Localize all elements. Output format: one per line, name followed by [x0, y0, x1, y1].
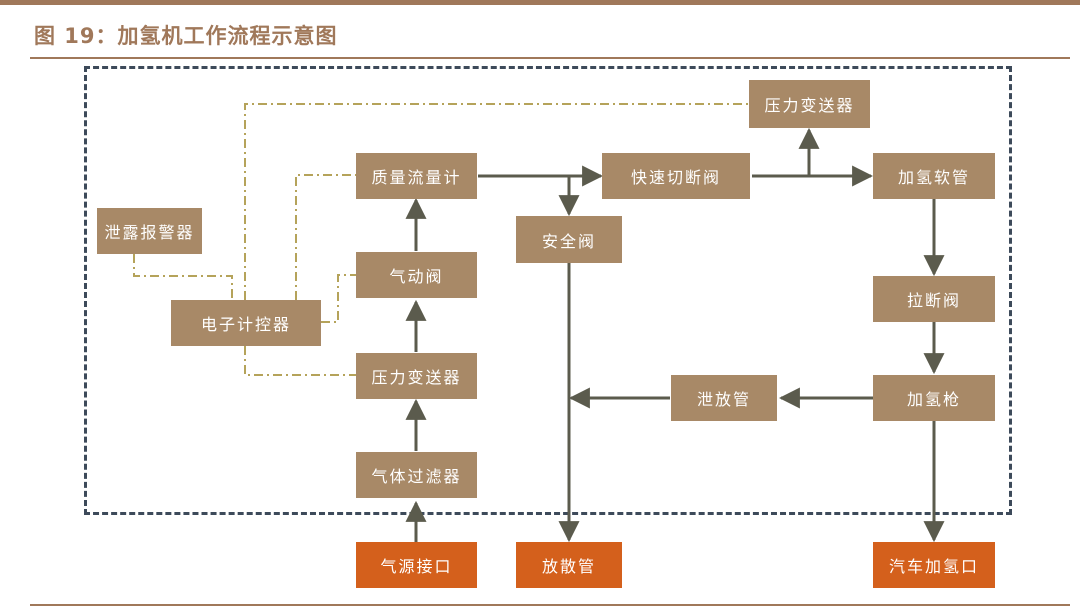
signal-controller-to-pressure-transmitter: [244, 346, 356, 376]
node-label: 气动阀: [389, 267, 444, 286]
node-dispenser-nozzle: 加氢枪: [873, 375, 995, 421]
title-rule: [30, 57, 1070, 59]
node-label: 压力变送器: [764, 96, 855, 115]
node-quick-shutoff-valve: 快速切断阀: [602, 153, 750, 199]
signal-controller-to-flow-meter: [295, 174, 356, 300]
node-electronic-controller: 电子计控器: [171, 300, 321, 346]
node-pressure-transmitter-top: 压力变送器: [749, 80, 870, 128]
signal-leak-alarm-to-controller: [133, 254, 233, 300]
node-vehicle-port: 汽车加氢口: [873, 542, 995, 588]
node-pressure-transmitter: 压力变送器: [356, 353, 477, 399]
node-label: 快速切断阀: [630, 168, 721, 187]
node-label: 泄露报警器: [104, 223, 195, 242]
node-label: 泄放管: [696, 390, 751, 409]
signal-controller-to-top-pressure-transmitter: [244, 103, 748, 300]
node-breakaway-valve: 拉断阀: [873, 276, 995, 322]
node-gas-inlet: 气源接口: [356, 542, 477, 588]
node-gas-filter: 气体过滤器: [356, 452, 477, 498]
node-vent-pipe: 泄放管: [671, 375, 777, 421]
node-label: 气体过滤器: [371, 467, 462, 486]
node-pneumatic-valve: 气动阀: [356, 252, 477, 298]
bottom-rule: [30, 604, 1070, 606]
figure-title: 图 19：加氢机工作流程示意图: [34, 24, 338, 48]
top-rule: [0, 0, 1080, 5]
node-mass-flow-meter: 质量流量计: [356, 153, 477, 199]
node-safety-valve: 安全阀: [516, 216, 622, 263]
node-hydrogen-hose: 加氢软管: [873, 153, 995, 199]
node-label: 拉断阀: [906, 291, 961, 310]
node-label: 加氢软管: [897, 168, 970, 187]
node-label: 安全阀: [541, 231, 596, 251]
node-label: 气源接口: [380, 557, 453, 576]
signal-controller-to-pneumatic-valve: [321, 274, 356, 323]
node-discharge-pipe: 放散管: [516, 542, 622, 588]
node-label: 放散管: [541, 557, 596, 576]
node-leak-alarm: 泄露报警器: [97, 208, 202, 254]
node-label: 质量流量计: [371, 168, 462, 187]
node-label: 压力变送器: [371, 368, 462, 387]
node-label: 加氢枪: [906, 390, 961, 409]
dispenser-boundary: [84, 66, 1012, 515]
node-label: 电子计控器: [200, 315, 291, 334]
node-label: 汽车加氢口: [888, 557, 979, 576]
